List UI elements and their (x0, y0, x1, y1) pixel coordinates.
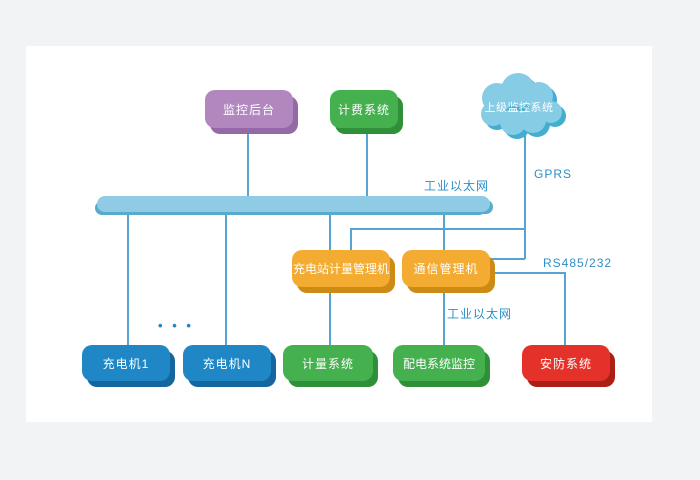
edge-bus-to-chargerN (225, 212, 227, 345)
cloud-icon (471, 70, 567, 142)
node-charger-n: 充电机N (183, 345, 271, 381)
node-billing-system: 计费系统 (330, 90, 398, 128)
node-monitor-backend: 监控后台 (205, 90, 293, 128)
node-power-distribution-monitor: 配电系统监控 (393, 345, 485, 381)
label-gprs: GPRS (534, 167, 573, 181)
edge-comm-mgr-rs485-horizontal (490, 272, 566, 274)
node-label: 配电系统监控 (402, 356, 475, 371)
node-station-metering-manager: 充电站计量管理机 (292, 250, 390, 287)
edge-bus-to-charger1 (127, 212, 129, 345)
edge-gprs-branch-to-station-mgr (350, 228, 352, 252)
edge-rs485-to-security (564, 272, 566, 345)
node-security-system: 安防系统 (522, 345, 610, 381)
label-rs485-232: RS485/232 (543, 256, 613, 270)
node-label: 计费系统 (337, 102, 390, 117)
node-label: 充电机N (202, 356, 252, 371)
label-industrial-ethernet-bus: 工业以太网 (424, 179, 490, 193)
node-label: 监控后台 (222, 102, 275, 117)
edge-billing-to-bus (366, 128, 368, 196)
node-communication-manager: 通信管理机 (402, 250, 490, 287)
industrial-ethernet-bus-bar (97, 196, 490, 212)
node-label: 计量系统 (301, 356, 354, 371)
edge-gprs-to-comm-mgr (490, 258, 525, 260)
node-metering-system: 计量系统 (283, 345, 373, 381)
label-industrial-ethernet-branch: 工业以太网 (447, 307, 513, 321)
node-label: 通信管理机 (413, 262, 479, 276)
node-upper-monitor-cloud-label: 上级监控系统 (484, 102, 554, 114)
node-label: 充电机1 (102, 356, 150, 371)
node-charger-1: 充电机1 (82, 345, 170, 381)
node-label: 充电站计量管理机 (292, 262, 389, 276)
chargers-ellipsis: • • • (158, 318, 194, 333)
edge-monitor-backend-to-bus (247, 128, 249, 196)
edge-gprs-branch-horizontal (350, 228, 526, 230)
node-label: 安防系统 (539, 356, 592, 371)
edge-cloud-gprs-vertical (524, 135, 526, 259)
